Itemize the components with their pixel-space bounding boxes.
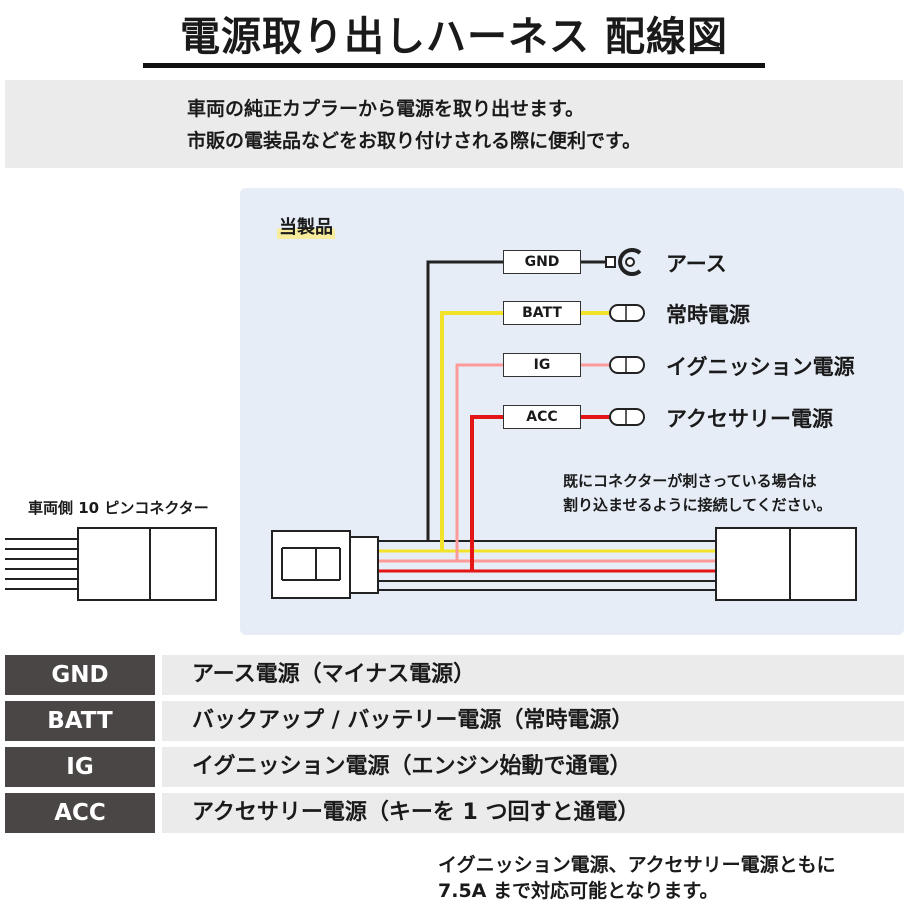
legend-desc-acc: アクセサリー電源（キーを 1 つ回すと通電） <box>162 793 904 833</box>
bullet-terminal-icon <box>609 356 645 374</box>
wire-label-batt: 常時電源 <box>666 303 750 327</box>
legend-desc-gnd: アース電源（マイナス電源） <box>162 655 904 695</box>
bullet-terminal-icon <box>609 304 645 322</box>
page-title: 電源取り出しハーネス 配線図 <box>180 14 728 60</box>
wire-label-gnd: アース <box>666 252 727 276</box>
footer-line-1: イグニッション電源、アクセサリー電源ともに <box>438 854 836 876</box>
ig-wire <box>455 363 503 561</box>
acc-wire <box>470 415 503 571</box>
footer-line-2: 7.5A まで対応可能となります。 <box>438 880 719 902</box>
intro-box: 車両の純正カプラーから電源を取り出せます。 市販の電装品などをお取り付けされる際… <box>5 80 903 168</box>
legend-key-ig: IG <box>5 747 155 787</box>
wire-label-ig: イグニッション電源 <box>666 355 855 379</box>
vehicle-connector <box>5 527 217 601</box>
gnd-wire <box>426 260 503 541</box>
legend-key-acc: ACC <box>5 793 155 833</box>
note-line-1: 既にコネクターが刺さっている場合は <box>563 472 817 490</box>
wire-tag-gnd: GND <box>503 250 581 274</box>
harness-connector-male <box>715 527 857 601</box>
legend-desc-batt: バックアップ / バッテリー電源（常時電源） <box>162 701 904 741</box>
intro-line-2: 市販の電装品などをお取り付けされる際に便利です。 <box>187 130 642 152</box>
harness-connector-female <box>271 530 379 599</box>
legend-key-batt: BATT <box>5 701 155 741</box>
legend-desc-ig: イグニッション電源（エンジン始動で通電） <box>162 747 904 787</box>
batt-wire <box>440 311 503 551</box>
note-line-2: 割り込ませるように接続してください。 <box>563 496 832 514</box>
bullet-terminal-icon <box>609 408 645 426</box>
wire-label-acc: アクセサリー電源 <box>666 407 833 431</box>
vehicle-connector-label: 車両側 10 ピンコネクター <box>28 499 209 517</box>
title-underline <box>143 63 765 68</box>
wire-tag-ig: IG <box>503 353 581 377</box>
intro-line-1: 車両の純正カプラーから電源を取り出せます。 <box>187 98 585 120</box>
harness-cable <box>378 540 716 591</box>
wire-tag-acc: ACC <box>503 405 581 429</box>
ring-terminal-icon <box>605 248 642 276</box>
product-label: 当製品 <box>277 213 335 239</box>
wire-tag-batt: BATT <box>503 301 581 325</box>
legend-key-gnd: GND <box>5 655 155 695</box>
